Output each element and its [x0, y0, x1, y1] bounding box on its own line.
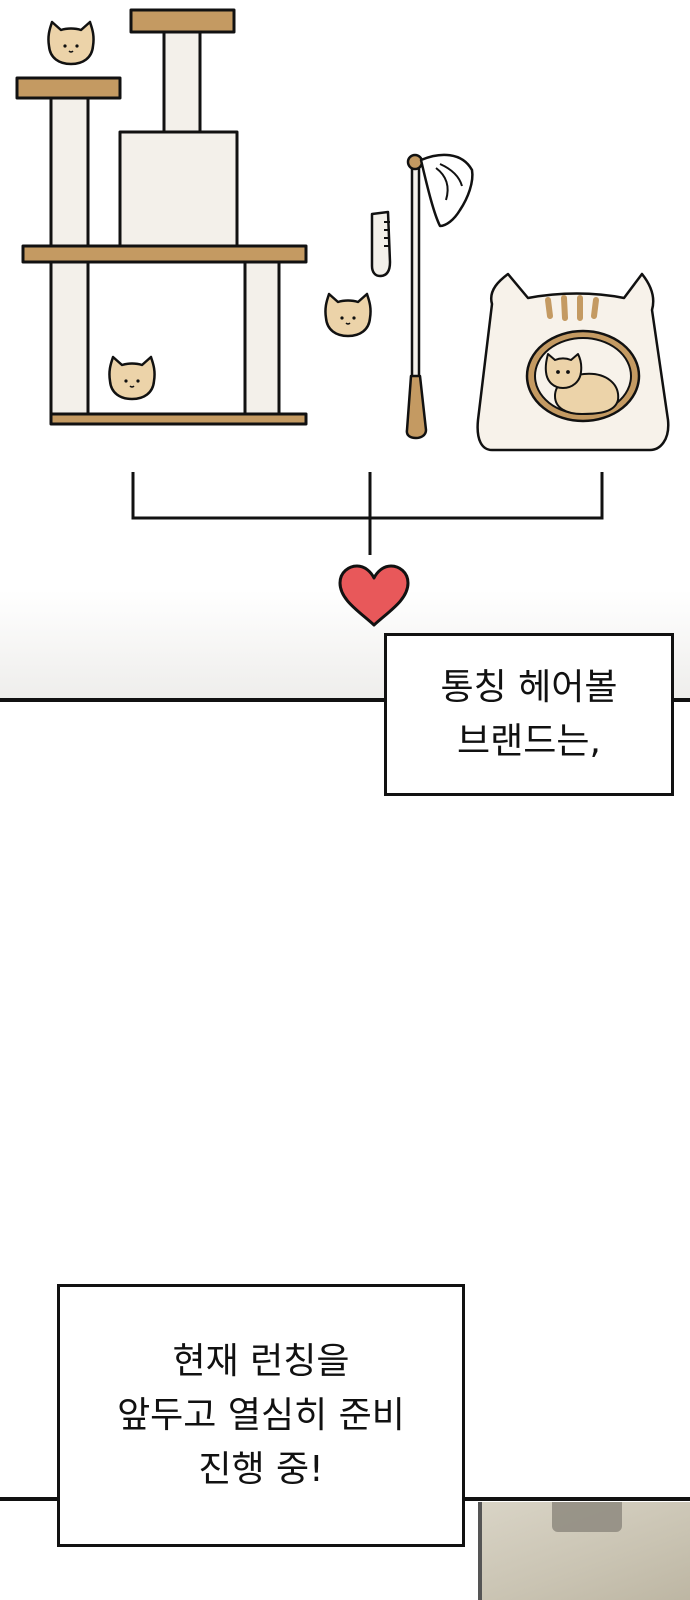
- cat-head-icon: [47, 20, 95, 66]
- caption-line: 현재 런칭을: [172, 1340, 350, 1382]
- bracket-connector: [131, 472, 604, 555]
- comb-icon: [370, 210, 392, 278]
- caption-box-top: 통칭 헤어볼 브랜드는,: [384, 633, 674, 796]
- caption-line: 진행 중!: [198, 1448, 324, 1490]
- panel-border-top: [0, 698, 690, 702]
- caption-line: 통칭 헤어볼: [440, 666, 618, 708]
- cat-head-icon: [108, 355, 156, 401]
- caption-line: 브랜드는,: [457, 720, 601, 762]
- heart-icon: [338, 564, 410, 627]
- cat-tower-illustration: [15, 8, 308, 426]
- photo-shadow-shape: [552, 1502, 622, 1532]
- cat-house-icon: [476, 272, 670, 452]
- feather-wand-icon: [405, 153, 474, 440]
- cat-head-icon: [324, 292, 372, 338]
- caption-line: 앞두고 열심히 준비: [117, 1394, 405, 1436]
- photo-panel-edge: [478, 1502, 690, 1600]
- cat-products-illustration: [15, 8, 670, 627]
- caption-box-bottom: 현재 런칭을 앞두고 열심히 준비 진행 중!: [57, 1284, 465, 1547]
